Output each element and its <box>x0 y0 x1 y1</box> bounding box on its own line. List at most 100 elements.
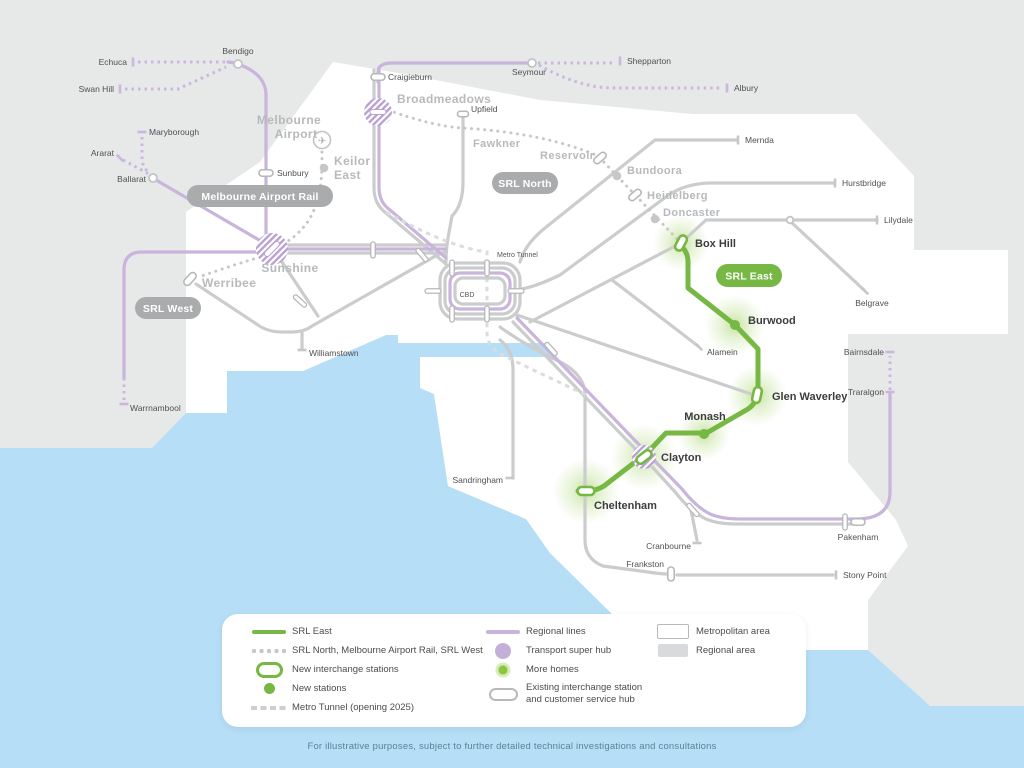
metropolitan-area-swatch <box>657 624 689 639</box>
disclaimer-text: For illustrative purposes, subject to fu… <box>307 741 717 752</box>
station-label: Stony Point <box>843 570 887 580</box>
station-label: Clayton <box>661 452 702 464</box>
regional-area-swatch <box>658 644 688 657</box>
station-label: Shepparton <box>627 56 671 66</box>
station-label: Albury <box>734 83 759 93</box>
area-label: Doncaster <box>663 207 721 219</box>
regional-lines <box>122 60 892 521</box>
area-label: Fawkner <box>473 138 521 150</box>
srl-east-line-swatch <box>252 629 286 634</box>
svg-text:SRL North: SRL North <box>498 178 552 190</box>
metro-tunnel-line <box>385 210 587 397</box>
area-label: Bundoora <box>627 165 683 177</box>
werribee-station-icon <box>183 271 197 287</box>
doncaster-station-icon <box>650 214 660 224</box>
station-label: Upfield <box>471 104 498 114</box>
legend-item-super-hub: Transport super hub <box>480 641 716 660</box>
svg-text:SRL West: SRL West <box>143 303 194 315</box>
srl-east-line <box>575 243 761 494</box>
new-station-icon <box>263 683 275 694</box>
upfield-station-icon <box>456 110 470 118</box>
legend-label: New interchange stations <box>292 663 399 675</box>
station-label: Ararat <box>91 148 115 158</box>
station-label: Traralgon <box>848 387 884 397</box>
station-label: CBD <box>460 292 475 299</box>
station-label: Ballarat <box>117 174 146 184</box>
srl-dotted-lines <box>197 108 680 279</box>
craigieburn-station-icon <box>370 72 386 82</box>
bendigo-station-icon <box>233 59 243 69</box>
station-label: Metro Tunnel <box>497 252 538 259</box>
station-label: Cranbourne <box>646 541 691 551</box>
station-label: Warrnambool <box>130 403 181 413</box>
station-label: Pakenham <box>838 532 879 542</box>
area-label: East <box>334 168 361 182</box>
srl-west-line <box>197 255 262 279</box>
new-interchange-icon <box>255 661 283 678</box>
regional-dashed-lines <box>122 60 892 400</box>
station-label: Lilydale <box>884 215 913 225</box>
station-label: Monash <box>684 411 726 423</box>
area-label: Werribee <box>202 276 256 290</box>
legend-item-metropolitan-area: Metropolitan area <box>650 622 800 641</box>
melbourne-airport-rail-badge: Melbourne Airport Rail <box>187 185 333 207</box>
station-label: Frankston <box>626 559 664 569</box>
cheltenham-interchange-icon <box>576 485 596 497</box>
station-label: Seymour <box>512 67 546 77</box>
station-label: Burwood <box>748 315 796 327</box>
area-label: Sunshine <box>261 261 318 275</box>
more-homes-icon <box>495 661 511 678</box>
existing-interchange-icon <box>488 687 518 701</box>
station-label: Echuca <box>99 57 128 67</box>
frankston-station-icon <box>666 566 676 582</box>
metropolitan-area <box>186 62 1008 650</box>
reservoir-station-icon <box>593 151 607 165</box>
legend-item-srl-east: SRL East <box>246 622 496 641</box>
sunbury-station-icon <box>258 168 274 178</box>
legend-item-regional-lines: Regional lines <box>480 622 716 641</box>
legend-label: New stations <box>292 682 347 694</box>
station-label: Bendigo <box>222 46 253 56</box>
box-hill-interchange-icon <box>673 234 689 252</box>
svg-text:Melbourne Airport Rail: Melbourne Airport Rail <box>201 191 318 203</box>
station-label: Maryborough <box>149 127 199 137</box>
legend-item-metro-tunnel: Metro Tunnel (opening 2025) <box>246 698 496 717</box>
area-label: Airport <box>275 127 318 141</box>
station-label: Swan Hill <box>79 84 115 94</box>
regional-line-swatch <box>486 629 520 634</box>
airport-icon: ✈ <box>312 130 332 150</box>
monash-station-icon <box>699 429 709 439</box>
station-label: Hurstbridge <box>842 178 886 188</box>
legend-label: Regional lines <box>526 625 586 637</box>
station-label: Williamstown <box>309 348 359 358</box>
area-label: Keilor <box>334 154 370 168</box>
legend-item-new-stations: New stations <box>246 679 496 698</box>
legend-label: More homes <box>526 663 579 675</box>
station-label: Bairnsdale <box>844 347 884 357</box>
station-label: Box Hill <box>695 238 736 250</box>
ballarat-station-icon <box>148 173 158 183</box>
clayton-interchange-icon <box>635 448 653 466</box>
metro-tunnel-line-swatch <box>251 705 287 710</box>
legend-label: Regional area <box>696 644 756 656</box>
area-label: Reservoir <box>540 150 595 162</box>
srl-dotted-line-swatch <box>251 647 287 654</box>
bundoora-station-icon <box>612 171 622 181</box>
legend-label: SRL East <box>292 625 332 637</box>
pakenham-station-icon <box>850 517 866 527</box>
legend-card: SRL East SRL North, Melbourne Airport Ra… <box>222 614 806 727</box>
legend-item-existing-interchange: Existing interchange station and custome… <box>480 679 716 709</box>
legend-item-srl-dotted: SRL North, Melbourne Airport Rail, SRL W… <box>246 641 496 660</box>
station-label: Belgrave <box>855 298 889 308</box>
legend-label: Metro Tunnel (opening 2025) <box>292 701 414 713</box>
svg-text:SRL East: SRL East <box>725 270 773 282</box>
broadmeadows-hub-icon <box>364 98 392 126</box>
legend-column-1: SRL East SRL North, Melbourne Airport Ra… <box>246 622 496 717</box>
keilor-east-station-icon <box>319 163 329 173</box>
legend-item-new-interchange: New interchange stations <box>246 660 496 679</box>
legend-label: SRL North, Melbourne Airport Rail, SRL W… <box>292 644 483 656</box>
map-labels: MelbourneAirportKeilorEastBroadmeadowsFa… <box>79 46 914 580</box>
glen-waverley-interchange-icon <box>750 385 764 405</box>
legend-label: Metropolitan area <box>696 625 770 637</box>
heidelberg-station-icon <box>628 188 642 202</box>
